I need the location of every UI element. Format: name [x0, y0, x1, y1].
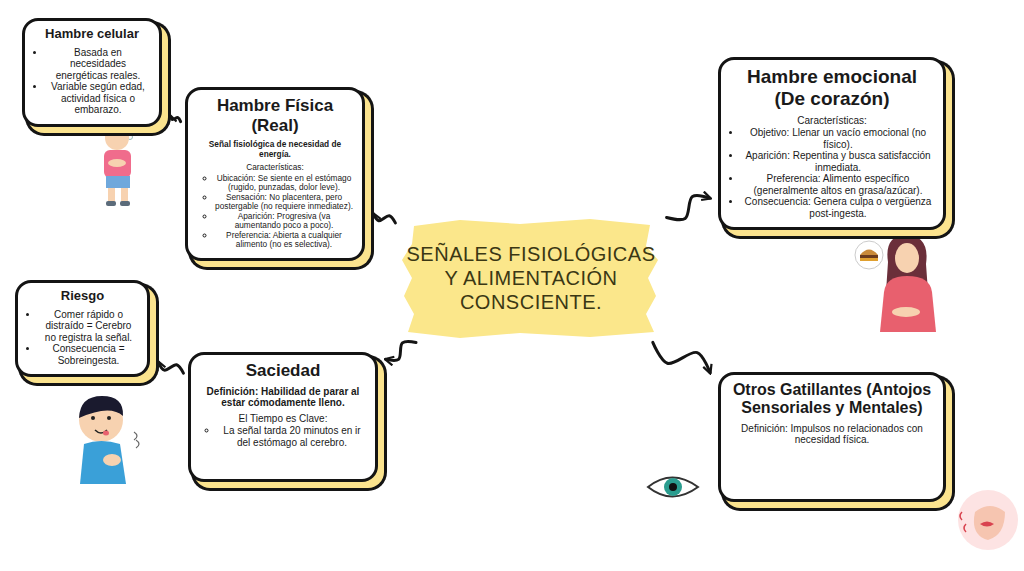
concept-card: RiesgoComer rápido o distraído = Cerebro… — [15, 280, 150, 377]
node-heading: SEÑALES FISIOLÓGICAS Y ALIMENTACIÓN CONS… — [400, 242, 662, 314]
node-body-text: Aparición: Repentina y busca satisfacció… — [742, 150, 934, 173]
node-body-text: Consecuencia: Genera culpa o vergüenza p… — [742, 196, 934, 219]
node-body-text: El Tiempo es Clave: — [200, 413, 366, 425]
arrow-connector — [373, 214, 395, 223]
node-body-text: Definición: Habilidad de parar al estar … — [200, 386, 366, 409]
mouth-icon — [958, 490, 1018, 550]
arrow-connector — [170, 116, 181, 122]
node-heading: Saciedad — [200, 361, 366, 381]
node-body-text: Características: — [730, 115, 934, 127]
node-heading: Hambre celular — [34, 27, 150, 42]
concept-card: Otros Gatillantes (Antojos Sensoriales y… — [718, 372, 946, 502]
node-heading: Otros Gatillantes (Antojos Sensoriales y… — [730, 381, 934, 418]
arrow-connector — [667, 196, 710, 220]
node-body-text: Características: — [197, 163, 353, 173]
eye-icon — [648, 478, 698, 497]
node-body-text: La señal tarda 20 minutos en ir del estó… — [218, 425, 366, 448]
node-body-text: Consecuencia = Sobreingesta. — [39, 343, 138, 366]
concept-card: Hambre celularBasada en necesidades ener… — [22, 18, 162, 127]
node-body-text: Ubicación: Se siente en el estómago (rug… — [215, 174, 353, 193]
arrow-connector — [653, 342, 710, 372]
node-heading: Hambre emocional (De corazón) — [730, 66, 934, 110]
emotional-woman — [855, 234, 936, 332]
node-heading: Hambre Física (Real) — [197, 96, 353, 135]
node-body-text: Aparición: Progresiva (va aumentando poc… — [215, 212, 353, 231]
node-body-text: Sensación: No placentera, pero postergab… — [215, 193, 353, 212]
node-body-text: Definición: Impulsos no relacionados con… — [730, 423, 934, 446]
node-body-text: Preferencia: Abierta a cualquier aliment… — [215, 231, 353, 250]
node-heading: Riesgo — [27, 289, 138, 304]
node-body-text: Preferencia: Alimento específico (genera… — [742, 173, 934, 196]
concept-card: Hambre emocional (De corazón) Característ… — [718, 57, 946, 230]
node-body-text: Variable según edad, actividad física o … — [46, 81, 150, 116]
concept-card: SaciedadDefinición: Habilidad de parar a… — [188, 352, 378, 482]
concept-card: Hambre Física (Real) Señal fisiológica de… — [185, 87, 365, 261]
node-body-text: Comer rápido o distraído = Cerebro no re… — [39, 309, 138, 344]
node-body-text: Objetivo: Llenar un vacío emocional (no … — [742, 127, 934, 150]
title-brush: SEÑALES FISIOLÓGICAS Y ALIMENTACIÓN CONS… — [400, 216, 662, 340]
satisfied-boy — [79, 396, 139, 484]
arrow-connector — [158, 362, 183, 373]
node-body-text: Señal fisiológica de necesidad de energí… — [197, 140, 353, 159]
arrow-connector — [386, 342, 416, 361]
node-body-text: Basada en necesidades energéticas reales… — [46, 47, 150, 82]
